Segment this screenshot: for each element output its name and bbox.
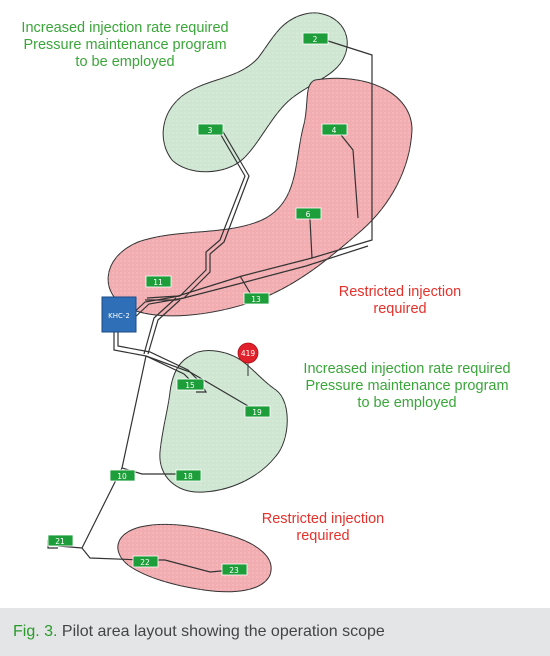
pilot-area-layout-diagram: 419 KHC-2 2 3 4 6 11 13 bbox=[47, 12, 413, 593]
well-2-box bbox=[302, 32, 329, 45]
well-6: 6 bbox=[295, 207, 322, 220]
note-right-red-line-2: required bbox=[373, 301, 427, 317]
well-11: 11 bbox=[145, 275, 172, 288]
well-11-box bbox=[145, 275, 172, 288]
well-2: 2 bbox=[302, 32, 329, 45]
well-22: 22 bbox=[132, 555, 159, 568]
pipeline-9 bbox=[340, 134, 359, 219]
well-18-box bbox=[175, 469, 202, 482]
note-mid-line-1: Increased injection rate required bbox=[303, 361, 511, 377]
well-21: 21 bbox=[47, 534, 74, 547]
note-increased-injection-middle: Increased injection rate required Pressu… bbox=[292, 361, 522, 412]
note-increased-injection-top: Increased injection rate required Pressu… bbox=[10, 20, 240, 71]
well-15-box bbox=[176, 378, 205, 391]
note-restricted-injection-bottom: Restricted injection required bbox=[248, 511, 398, 545]
well-3-box bbox=[197, 123, 224, 136]
well-4: 4 bbox=[321, 123, 348, 136]
well-23: 23 bbox=[221, 563, 248, 576]
well-22-label: 22 bbox=[140, 558, 150, 567]
well-2-label: 2 bbox=[313, 35, 318, 44]
well-13-box bbox=[243, 292, 270, 305]
note-mid-line-3: to be employed bbox=[357, 395, 457, 411]
well-11-label: 11 bbox=[153, 278, 163, 287]
well-21-label: 21 bbox=[55, 537, 65, 546]
well-19: 19 bbox=[244, 405, 271, 418]
well-18: 18 bbox=[175, 469, 202, 482]
well-3: 3 bbox=[197, 123, 224, 136]
note-bottom-red-line-2: required bbox=[296, 528, 350, 544]
note-right-red-line-1: Restricted injection bbox=[338, 284, 462, 300]
note-restricted-injection-right: Restricted injection required bbox=[320, 284, 480, 318]
note-top-line-1: Increased injection rate required bbox=[21, 20, 229, 36]
red-zone-main-dots bbox=[108, 78, 412, 316]
station-khc2-box bbox=[101, 296, 137, 333]
figure-number: Fig. 3. bbox=[13, 623, 58, 640]
well-4-label: 4 bbox=[332, 126, 337, 135]
note-top-line-3: to be employed bbox=[75, 54, 175, 70]
note-mid-line-2: Pressure maintenance program bbox=[305, 378, 509, 394]
well-4-box bbox=[321, 123, 348, 136]
well-19-box bbox=[244, 405, 271, 418]
well-18-label: 18 bbox=[183, 472, 193, 481]
pipeline-7 bbox=[147, 299, 181, 355]
well-23-box bbox=[221, 563, 248, 576]
pipeline-3 bbox=[127, 129, 246, 319]
marker-pin-label: 419 bbox=[241, 349, 256, 358]
pipeline-4 bbox=[131, 129, 250, 321]
well-10-label: 10 bbox=[117, 472, 127, 481]
figure-caption-text: Pilot area layout showing the operation … bbox=[57, 623, 385, 640]
well-19-label: 19 bbox=[252, 408, 262, 417]
well-3-label: 3 bbox=[208, 126, 213, 135]
well-10: 10 bbox=[109, 469, 136, 482]
pipeline-2 bbox=[145, 245, 369, 301]
well-15-label: 15 bbox=[185, 381, 195, 390]
well-21-box bbox=[47, 534, 74, 547]
station-khc2-label: KHC-2 bbox=[108, 312, 130, 320]
note-top-line-2: Pressure maintenance program bbox=[23, 37, 227, 53]
well-6-box bbox=[295, 207, 322, 220]
marker-pin-icon bbox=[237, 342, 259, 364]
note-bottom-red-line-1: Restricted injection bbox=[261, 511, 385, 527]
well-22-box bbox=[132, 555, 159, 568]
pipeline-11 bbox=[117, 330, 201, 383]
pipeline-6 bbox=[143, 297, 177, 355]
well-13-label: 13 bbox=[251, 295, 261, 304]
figure-caption: Fig. 3. Pilot area layout showing the op… bbox=[0, 608, 550, 656]
well-13: 13 bbox=[243, 292, 270, 305]
well-23-label: 23 bbox=[229, 566, 239, 575]
well-6-label: 6 bbox=[306, 210, 311, 219]
well-15: 15 bbox=[176, 378, 205, 391]
well-10-box bbox=[109, 469, 136, 482]
